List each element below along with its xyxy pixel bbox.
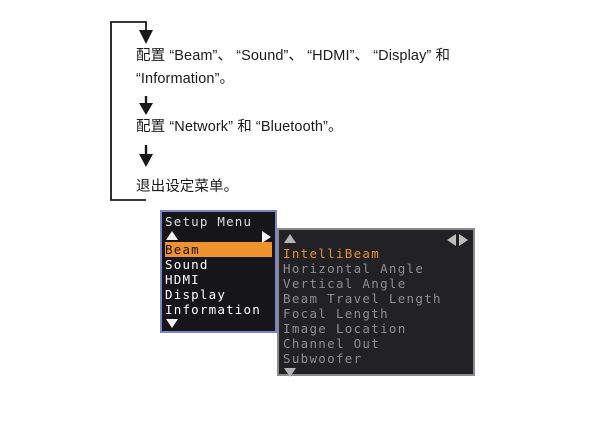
flow-chart: 配置 “Beam”、 “Sound”、 “HDMI”、 “Display” 和 … bbox=[0, 0, 600, 210]
setup-menu-item-display[interactable]: Display bbox=[165, 287, 227, 302]
triangle-up-icon[interactable] bbox=[284, 234, 296, 243]
triangle-right-icon[interactable] bbox=[262, 231, 271, 243]
submenu-scroll-indicator-top bbox=[283, 232, 469, 246]
triangle-left-icon[interactable] bbox=[447, 234, 456, 246]
triangle-up-icon[interactable] bbox=[166, 231, 178, 240]
triangle-down-icon[interactable] bbox=[284, 368, 296, 377]
submenu-scroll-indicator-bottom bbox=[283, 366, 469, 380]
setup-menu-scroll-indicator-bottom bbox=[165, 317, 272, 330]
flow-step-configure-network: 配置 “Network” 和 “Bluetooth”。 bbox=[136, 119, 343, 135]
submenu-item-focal-length[interactable]: Focal Length bbox=[283, 306, 389, 321]
arrowhead-to-step-3 bbox=[139, 154, 153, 167]
loop-connector-path bbox=[110, 21, 147, 201]
setup-menu-panel: Setup Menu Beam Sound HDMI Display Infor… bbox=[160, 210, 277, 333]
submenu-item-channel-out[interactable]: Channel Out bbox=[283, 336, 381, 351]
setup-menu-scroll-indicator-top bbox=[165, 229, 272, 243]
setup-menu-title: Setup Menu bbox=[165, 214, 253, 229]
setup-menu-item-information[interactable]: Information bbox=[165, 302, 261, 317]
submenu-item-beam-travel-length[interactable]: Beam Travel Length bbox=[283, 291, 442, 306]
submenu-item-image-location[interactable]: Image Location bbox=[283, 321, 407, 336]
arrowhead-to-step-2 bbox=[139, 103, 153, 115]
flow-chart-connectors bbox=[110, 21, 153, 201]
flow-step-exit: 退出设定菜单。 bbox=[136, 179, 239, 195]
triangle-down-icon[interactable] bbox=[166, 319, 178, 328]
submenu-panel-beam: IntelliBeam Horizontal Angle Vertical An… bbox=[277, 228, 475, 377]
arrowhead-to-step-1 bbox=[139, 30, 153, 44]
submenu-item-subwoofer[interactable]: Subwoofer bbox=[283, 351, 363, 366]
setup-menu-item-sound[interactable]: Sound bbox=[165, 257, 209, 272]
triangle-right-icon[interactable] bbox=[459, 234, 468, 246]
submenu-item-intellibeam[interactable]: IntelliBeam bbox=[283, 246, 381, 261]
setup-menu-item-hdmi[interactable]: HDMI bbox=[165, 272, 200, 287]
submenu-item-horizontal-angle[interactable]: Horizontal Angle bbox=[283, 261, 425, 276]
submenu-item-vertical-angle[interactable]: Vertical Angle bbox=[283, 276, 407, 291]
setup-menu-item-beam[interactable]: Beam bbox=[165, 242, 272, 257]
flow-step-configure-basic: 配置 “Beam”、 “Sound”、 “HDMI”、 “Display” 和 … bbox=[136, 48, 455, 87]
